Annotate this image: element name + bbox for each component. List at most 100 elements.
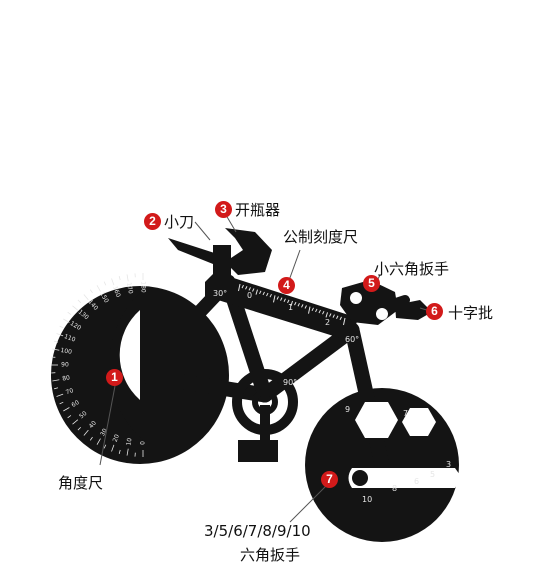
- screwdriver-tip: [395, 300, 432, 320]
- engraved-text-group: 30° 60° 90° 0 1 2 9 7 10 8 6 5 3: [213, 289, 451, 504]
- marker-1: 1: [106, 369, 123, 386]
- protractor-number: 120: [69, 320, 83, 332]
- marker-3: 3: [215, 201, 232, 218]
- ruler-tick: [245, 286, 248, 290]
- protractor-number: 20: [112, 433, 121, 443]
- hex-size-10: 10: [362, 495, 372, 504]
- small-hex-hole-2: [376, 308, 388, 320]
- ruler-tick: [311, 307, 314, 312]
- small-hex-hole: [350, 292, 362, 304]
- protractor-tick: [72, 419, 79, 425]
- protractor-number: 110: [63, 333, 76, 344]
- protractor-tick: [96, 285, 101, 292]
- seat-post: [213, 245, 231, 287]
- ruler-tick: [322, 310, 325, 315]
- label-knife: 小刀: [164, 213, 195, 231]
- hex-size-6: 6: [414, 477, 419, 486]
- ruler-tick: [325, 312, 328, 318]
- protractor-tick: [89, 436, 93, 441]
- protractor-tick: [59, 325, 64, 329]
- protractor-tick: [111, 444, 115, 452]
- protractor-window: [119, 310, 140, 400]
- ruler-tick: [329, 313, 332, 317]
- ruler-tick: [339, 316, 342, 321]
- protractor-tick: [67, 415, 72, 419]
- ruler-tick: [287, 299, 290, 304]
- protractor-tick: [103, 444, 107, 449]
- protractor-tick: [52, 379, 60, 382]
- protractor-tick: [56, 333, 64, 337]
- ruler-tick: [343, 317, 346, 326]
- ruler-tick: [276, 296, 279, 300]
- angle-30: 30°: [213, 289, 227, 298]
- protractor-number: 150: [98, 291, 110, 305]
- protractor-tick: [96, 438, 101, 445]
- protractor-number: 0: [140, 441, 147, 445]
- hex-size-3: 3: [446, 460, 451, 469]
- ruler-2: 2: [325, 318, 330, 327]
- ruler-tick: [318, 309, 321, 314]
- ruler-tick: [280, 297, 283, 301]
- ruler-tick: [332, 314, 335, 318]
- protractor-number: 170: [125, 282, 134, 295]
- protractor-number: 30: [99, 427, 109, 437]
- angle-90: 90°: [283, 378, 297, 387]
- protractor-tick: [63, 407, 70, 412]
- marker-6: 6: [426, 303, 443, 320]
- label-small-hex-wrench: 小六角扳手: [374, 260, 450, 278]
- ruler-tick: [262, 291, 265, 296]
- hex-hole-large: [355, 402, 398, 438]
- marker-2: 2: [144, 213, 161, 230]
- ruler-top-tube: [205, 272, 358, 338]
- label-protractor: 角度尺: [58, 474, 104, 492]
- protractor-number: 180: [140, 281, 147, 293]
- protractor-tick: [67, 311, 72, 315]
- ruler-tick: [248, 287, 251, 291]
- label-phillips-driver: 十字批: [448, 304, 494, 322]
- protractor-tick: [83, 294, 89, 301]
- protractor-tick: [118, 276, 121, 281]
- protractor-tick: [54, 387, 59, 390]
- ruler-tick: [297, 303, 300, 307]
- label-hex-sizes: 3/5/6/7/8/9/10: [204, 522, 311, 540]
- ruler-tick: [241, 284, 244, 289]
- protractor-tick: [89, 289, 93, 294]
- hex-size-7: 7: [403, 409, 408, 418]
- label-hex-wrench: 六角扳手: [240, 546, 301, 564]
- protractor-number: 70: [65, 387, 75, 396]
- ruler-tick: [252, 288, 255, 292]
- hex-size-9: 9: [345, 405, 350, 414]
- ruler-tick: [301, 304, 304, 308]
- label-metric-ruler: 公制刻度尺: [283, 228, 359, 246]
- ruler-tick: [238, 283, 241, 292]
- angle-60: 60°: [345, 335, 359, 344]
- ruler-tick: [336, 315, 339, 319]
- hex-size-8: 8: [392, 484, 397, 493]
- protractor-tick: [103, 281, 107, 286]
- protractor-tick: [63, 318, 70, 323]
- ruler-1: 1: [288, 303, 293, 312]
- protractor-tick: [77, 299, 82, 304]
- key-slot-eye: [352, 470, 368, 486]
- protractor-tick: [77, 426, 82, 431]
- ruler-tick: [259, 290, 262, 295]
- protractor-tick: [72, 305, 79, 311]
- protractor-tick: [56, 393, 64, 397]
- protractor-number: 40: [88, 419, 98, 429]
- hex-hole-medium: [402, 408, 436, 436]
- protractor-tick: [118, 449, 121, 454]
- bottle-opener: [225, 228, 272, 275]
- ruler-tick: [283, 298, 286, 302]
- protractor-tick: [126, 274, 129, 282]
- protractor-tick: [54, 340, 59, 343]
- ruler-tick: [308, 306, 311, 314]
- label-bottle-opener: 开瓶器: [235, 201, 281, 219]
- ruler-ticks: [238, 283, 346, 326]
- protractor-number: 160: [111, 285, 122, 298]
- protractor-tick: [83, 429, 89, 436]
- protractor-number: 90: [61, 362, 69, 369]
- protractor-number: 60: [70, 399, 80, 409]
